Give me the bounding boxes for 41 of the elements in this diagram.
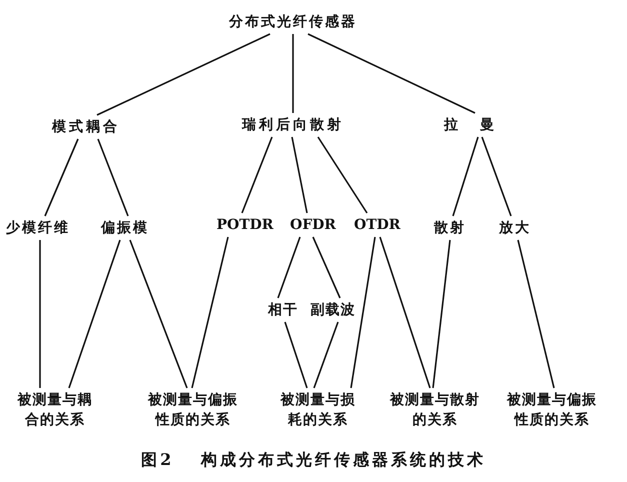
tree-node-label: 散射 [433,216,467,240]
result-label: 被测量与散射的关系 [389,388,481,432]
connector-line [308,33,476,114]
connector-line [312,236,341,298]
connector-line [350,236,376,388]
tree-node-label: 相干 [267,298,299,322]
result-label: 被测量与偏振性质的关系 [143,388,243,432]
connector-line [291,136,308,214]
connector-line [317,136,368,214]
connector-line [96,33,270,116]
tree-node-label: 瑞利后向散射 [241,113,345,137]
tree-node-label: 偏振模 [100,216,150,240]
figure-caption: 图2 构成分布式光纤传感器系统的技术 [140,450,487,471]
result-label: 被测量与损耗的关系 [279,388,357,432]
connector-line [284,322,308,388]
connector-line [39,240,41,388]
connector-line [277,236,301,298]
connector-line [129,240,188,388]
connector-line [44,138,79,216]
connector-line [97,138,129,216]
connector-line [241,136,273,214]
result-label: 被测量与偏振性质的关系 [502,388,602,432]
tree-node-label: 副载波 [310,298,356,322]
tree-node-label: 分布式光纤传感器 [228,10,358,34]
connector-line [379,236,431,388]
connector-line [432,240,451,388]
result-label: 被测量与耦合的关系 [16,388,94,432]
tree-node-label: OFDR [289,213,337,237]
connector-line [517,240,555,388]
tree-node-label: 少模纤维 [5,216,71,240]
tree-node-label: 拉曼 [443,113,517,137]
connector-line [292,34,294,113]
tree-node-label: OTDR [353,213,402,237]
tree-node-label: POTDR [216,213,274,237]
connector-line [68,240,121,388]
connector-line [313,322,339,388]
connector-line [191,236,229,388]
connector-line [452,136,479,216]
tree-node-label: 模式耦合 [51,115,121,139]
tree-node-label: 放大 [498,216,532,240]
connector-line [481,136,512,216]
